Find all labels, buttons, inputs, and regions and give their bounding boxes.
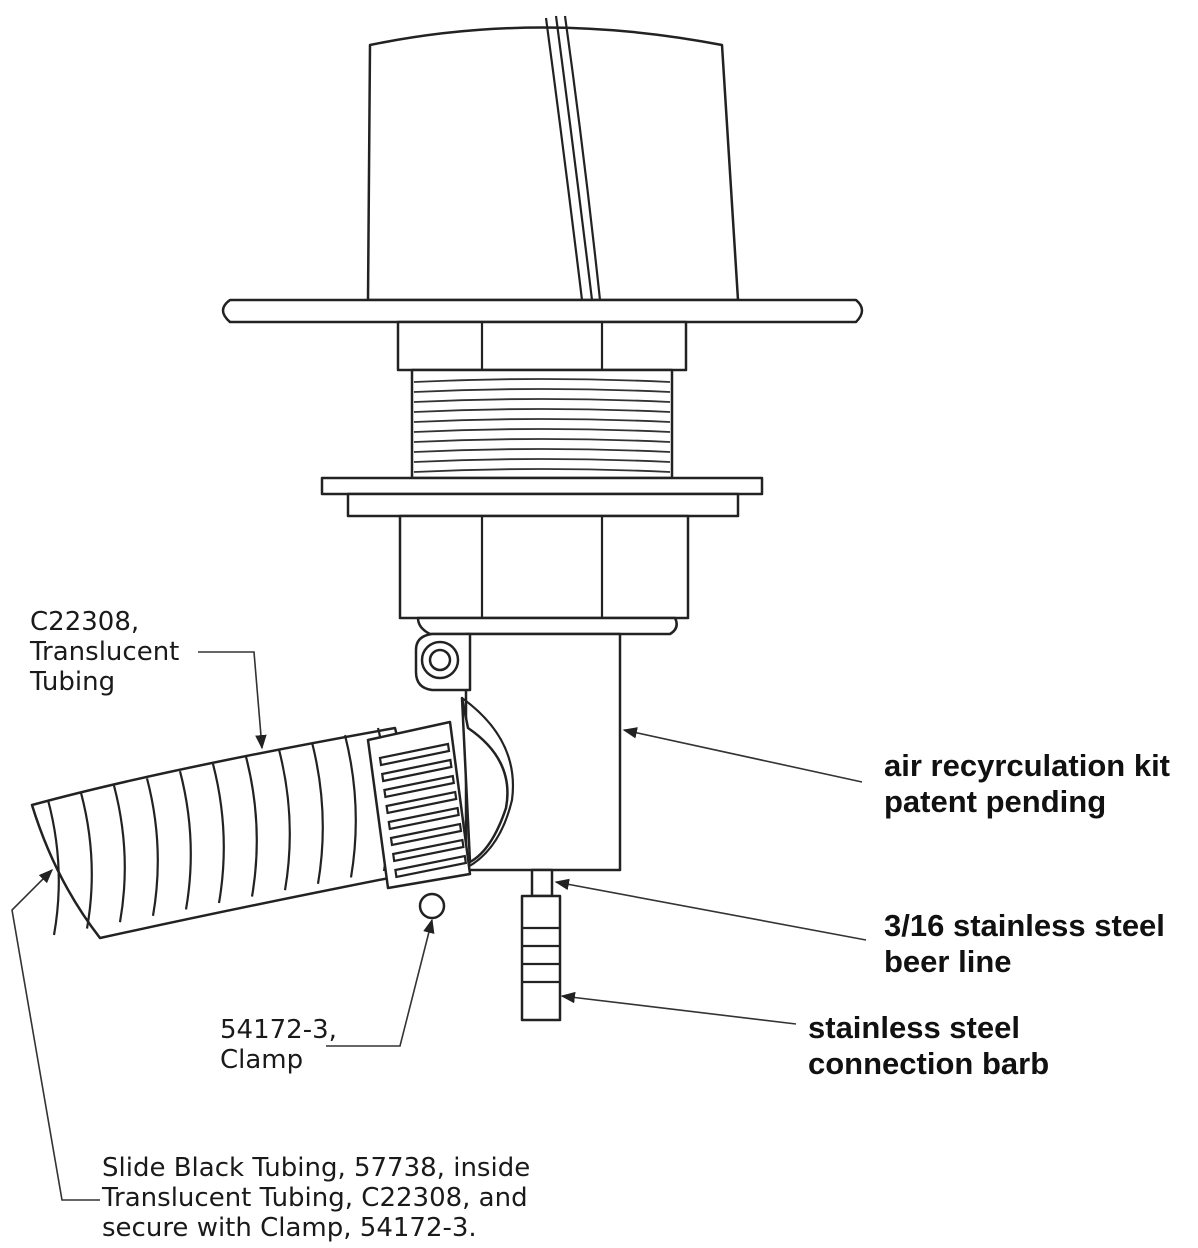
leader-lines [11, 651, 867, 1201]
stainless-beer-line [530, 868, 554, 898]
label-clamp: 54172-3, Clamp [220, 1015, 345, 1075]
tap-handle [366, 15, 740, 302]
air-recirculation-body [414, 632, 622, 872]
leader-translucent-tubing [198, 651, 267, 750]
label-instructions: Slide Black Tubing, 57738, inside Transl… [101, 1153, 538, 1243]
label-translucent-tubing: C22308, Translucent Tubing [29, 607, 188, 697]
leader-beer-line [554, 878, 867, 941]
top-flange-plate [221, 298, 864, 324]
leader-barb [560, 991, 797, 1025]
label-barb: stainless steel connection barb [808, 1010, 1049, 1081]
label-air-kit: air recyrculation kit patent pending [884, 748, 1179, 819]
lower-flange [320, 476, 764, 518]
threaded-shank [410, 368, 674, 480]
lower-hex-nut [398, 514, 690, 636]
upper-hex-nut [396, 320, 688, 372]
leader-instructions [11, 868, 100, 1201]
connection-barb [520, 894, 562, 1022]
hose-clamp [366, 720, 472, 920]
leader-air-kit [622, 727, 863, 783]
leader-clamp [326, 918, 435, 1047]
label-beer-line: 3/16 stainless steel beer line [884, 908, 1174, 979]
